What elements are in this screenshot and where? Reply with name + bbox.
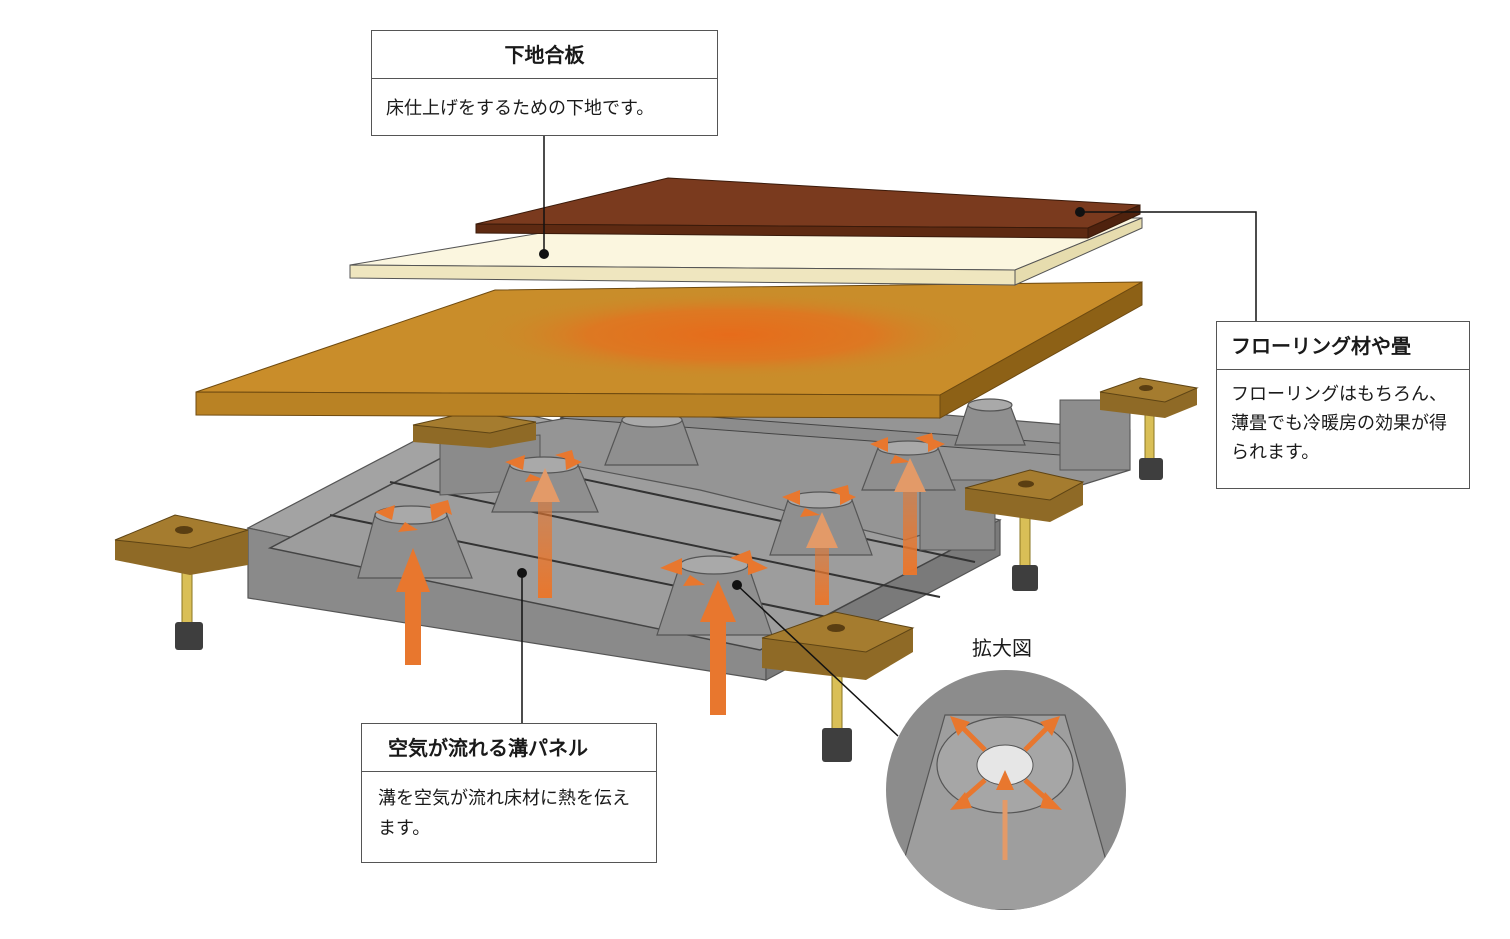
diffuser-arrows [375,433,945,586]
up-arrow-icon [894,458,926,575]
callout-flooring: フローリング材や畳 フローリングはもちろん、薄畳でも冷暖房の効果が得られます。 [1216,321,1470,489]
callout-plywood-title: 下地合板 [372,31,717,79]
up-arrow-icon [530,468,560,598]
callout-plywood: 下地合板 床仕上げをするための下地です。 [371,30,718,136]
callout-plywood-description: 床仕上げをするための下地です。 [386,98,655,119]
callout-flooring-description: フローリングはもちろん、薄畳でも冷暖房の効果が得られます。 [1231,384,1447,463]
groove-panel [246,404,1002,682]
up-arrow-icon [806,512,838,605]
groove-panel-back [439,394,1131,551]
up-arrow-icon [700,580,736,715]
zoom-circle-icon [886,670,1126,910]
callout-panel-description: 溝を空気が流れ床材に熱を伝えます。 [378,788,630,839]
leader-lines [521,136,1257,737]
airflow-arrows [396,458,926,715]
leader-dots [517,207,1085,590]
callout-panel: 空気が流れる溝パネル 溝を空気が流れ床材に熱を伝えます。 [361,723,657,863]
up-arrow-icon [396,548,430,665]
callout-flooring-title: フローリング材や畳 [1217,322,1469,370]
zoom-label: 拡大図 [972,636,1032,660]
callout-panel-title: 空気が流れる溝パネル [362,724,656,772]
heated-board [195,281,1143,419]
flooring-sheet [475,177,1141,239]
